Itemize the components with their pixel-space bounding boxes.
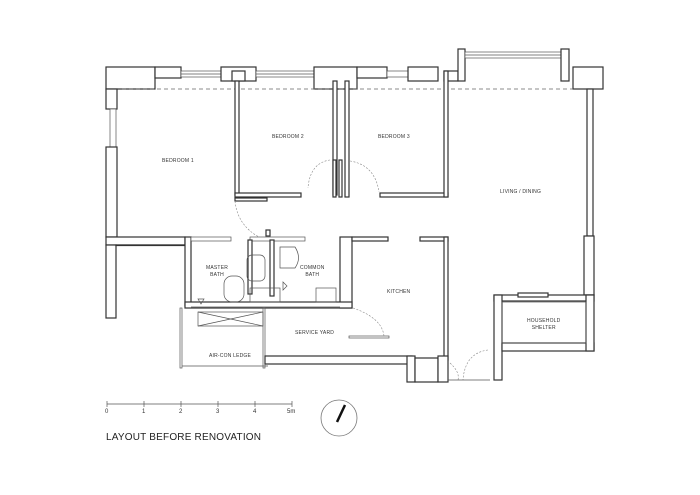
label-master-bath-line1: MASTER [206, 265, 229, 271]
exterior-walls [105, 48, 604, 381]
label-kitchen: KITCHEN [387, 289, 411, 295]
scale-bar [106, 401, 293, 407]
label-household-shelter-line2: SHELTER [531, 325, 556, 331]
scale-tick-0: 0 [105, 409, 109, 415]
scale-tick-5m: 5m [287, 409, 296, 415]
label-common-bath: COMMON BATH [300, 265, 325, 279]
label-aircon-ledge: AIR-CON LEDGE [209, 353, 252, 359]
bedroom-3-walls [344, 70, 449, 198]
label-bedroom-2: BEDROOM 2 [272, 134, 304, 140]
label-bedroom-1: BEDROOM 1 [162, 158, 194, 164]
kitchen-walls [351, 236, 490, 383]
label-master-bath: MASTER BATH [206, 265, 228, 279]
bedroom-2-walls [234, 80, 343, 242]
scale-tick-2: 2 [179, 409, 183, 415]
label-common-bath-line1: COMMON [300, 265, 325, 271]
label-common-bath-line2: BATH [305, 272, 320, 278]
label-service-yard: SERVICE YARD [295, 330, 335, 336]
label-living-dining: LIVING / DINING [500, 189, 542, 195]
label-master-bath-line2: BATH [210, 272, 224, 278]
bath-block [184, 229, 353, 309]
household-shelter [501, 292, 587, 344]
ledge-yard [179, 307, 439, 383]
plan-title: LAYOUT BEFORE RENOVATION [106, 432, 262, 443]
label-household-shelter-line1: HOUSEHOLD [527, 318, 561, 324]
scale-tick-3: 3 [216, 409, 220, 415]
scale-tick-1: 1 [142, 409, 146, 415]
label-bedroom-3: BEDROOM 3 [378, 134, 410, 140]
label-household-shelter: HOUSEHOLD SHELTER [527, 318, 560, 332]
north-arrow-icon [320, 399, 358, 437]
scale-tick-4: 4 [253, 409, 257, 415]
